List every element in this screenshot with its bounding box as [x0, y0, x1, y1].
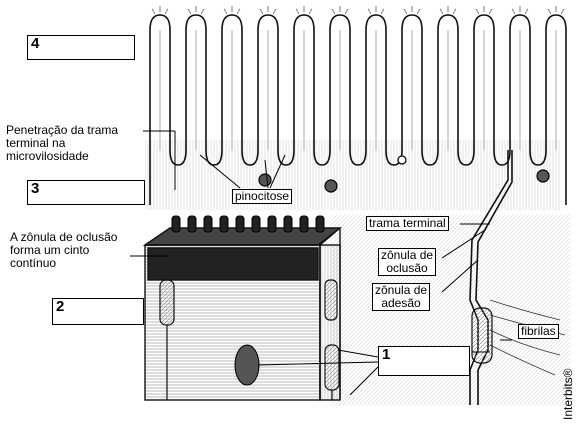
answer-box-4[interactable]: 4	[27, 35, 135, 60]
label-fibrilas: fibrilas	[518, 324, 559, 339]
label-zonula-cinto: A zônula de oclusão forma um cinto contí…	[10, 231, 117, 270]
label-zonula-adesao: zônula de adesão	[372, 283, 430, 311]
answer-box-2[interactable]: 2	[52, 298, 144, 325]
label-zonula-oclusao: zônula de oclusão	[378, 248, 436, 276]
answer-box-1[interactable]: 1	[378, 346, 470, 376]
desmosome	[235, 345, 259, 385]
label-trama-terminal: trama terminal	[366, 216, 449, 231]
label-penetracao: Penetração da trama terminal na microvil…	[6, 124, 118, 163]
answer-box-3[interactable]: 3	[27, 180, 145, 205]
label-pinocitose: pinocitose	[232, 189, 292, 204]
watermark: Interbits®	[561, 368, 575, 420]
microvilli-glycocalyx	[152, 6, 564, 14]
